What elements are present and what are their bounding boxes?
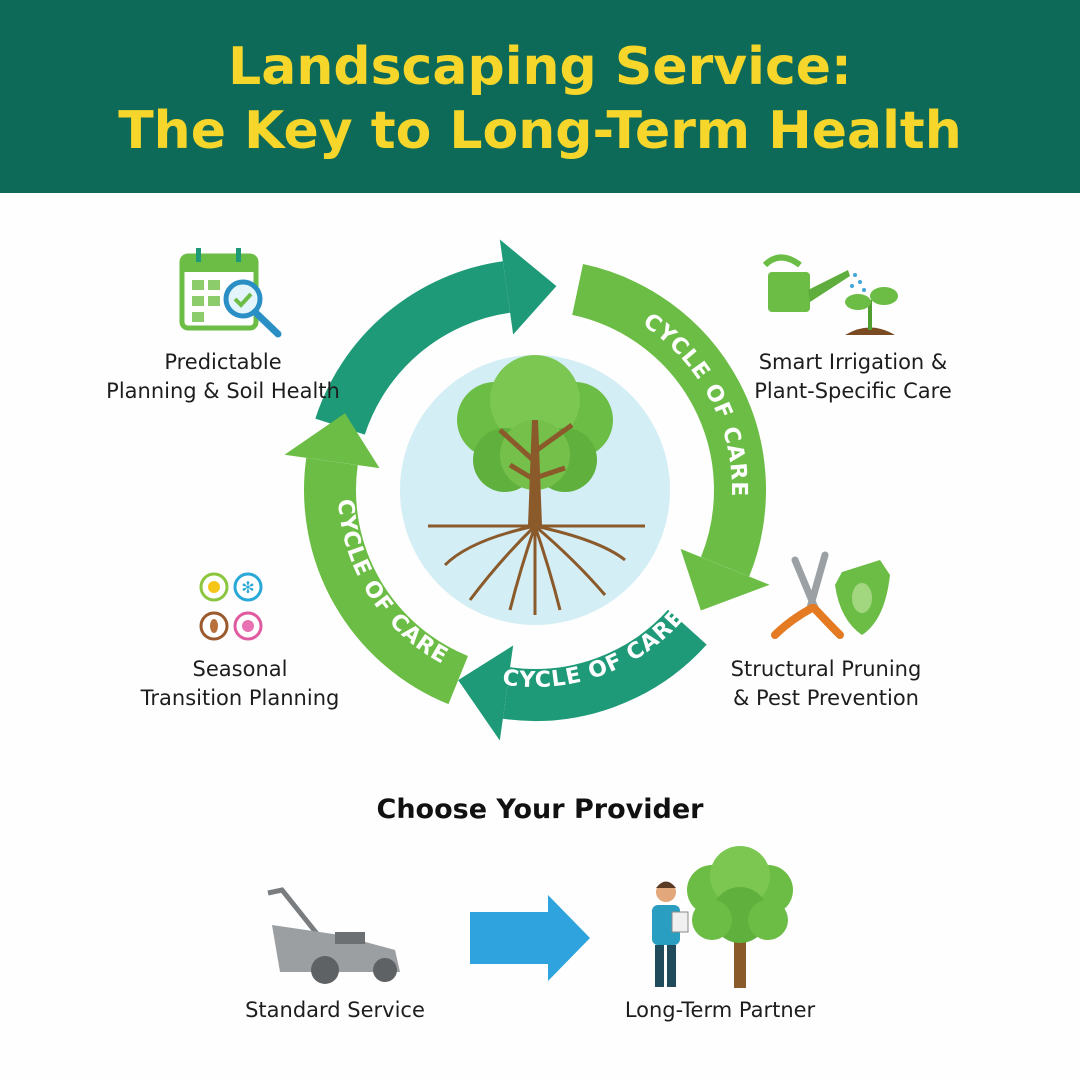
arrow-irrigation-to-pruning bbox=[571, 264, 766, 577]
arrow-pruning-to-seasonal-head bbox=[458, 645, 514, 741]
long-term-partner-label: Long-Term Partner bbox=[624, 998, 816, 1022]
standard-service-label: Standard Service bbox=[245, 998, 425, 1022]
header-banner: Landscaping Service: The Key to Long-Ter… bbox=[0, 0, 1080, 193]
lawn-mower-icon bbox=[267, 887, 400, 984]
step-label-irrigation: Smart Irrigation &Plant-Specific Care bbox=[754, 350, 952, 403]
arrow-seasonal-to-planning-head bbox=[284, 413, 380, 469]
step-label-pruning: Structural Pruning& Pest Prevention bbox=[730, 657, 922, 710]
gardener-with-tree-icon bbox=[652, 846, 793, 988]
provider-heading: Choose Your Provider bbox=[376, 794, 704, 825]
pruning-shears-shield-icon bbox=[771, 551, 890, 639]
title-line-2: The Key to Long-Term Health bbox=[118, 101, 962, 161]
title-line-1: Landscaping Service: bbox=[228, 37, 852, 97]
calendar-check-icon bbox=[179, 248, 282, 338]
arrow-irrigation-to-pruning-head bbox=[680, 548, 770, 611]
svg-text:✻: ✻ bbox=[241, 578, 254, 597]
arrow-planning-to-irrigation-head bbox=[499, 239, 557, 335]
arrow-planning-to-irrigation bbox=[315, 261, 511, 436]
watering-can-icon bbox=[762, 254, 898, 335]
seasons-icon: ✻ bbox=[199, 572, 263, 641]
tree-with-roots-icon bbox=[428, 355, 645, 615]
transition-arrow bbox=[470, 895, 590, 981]
arrow-pruning-to-seasonal bbox=[502, 609, 707, 721]
arrow-seasonal-to-planning bbox=[304, 457, 469, 705]
